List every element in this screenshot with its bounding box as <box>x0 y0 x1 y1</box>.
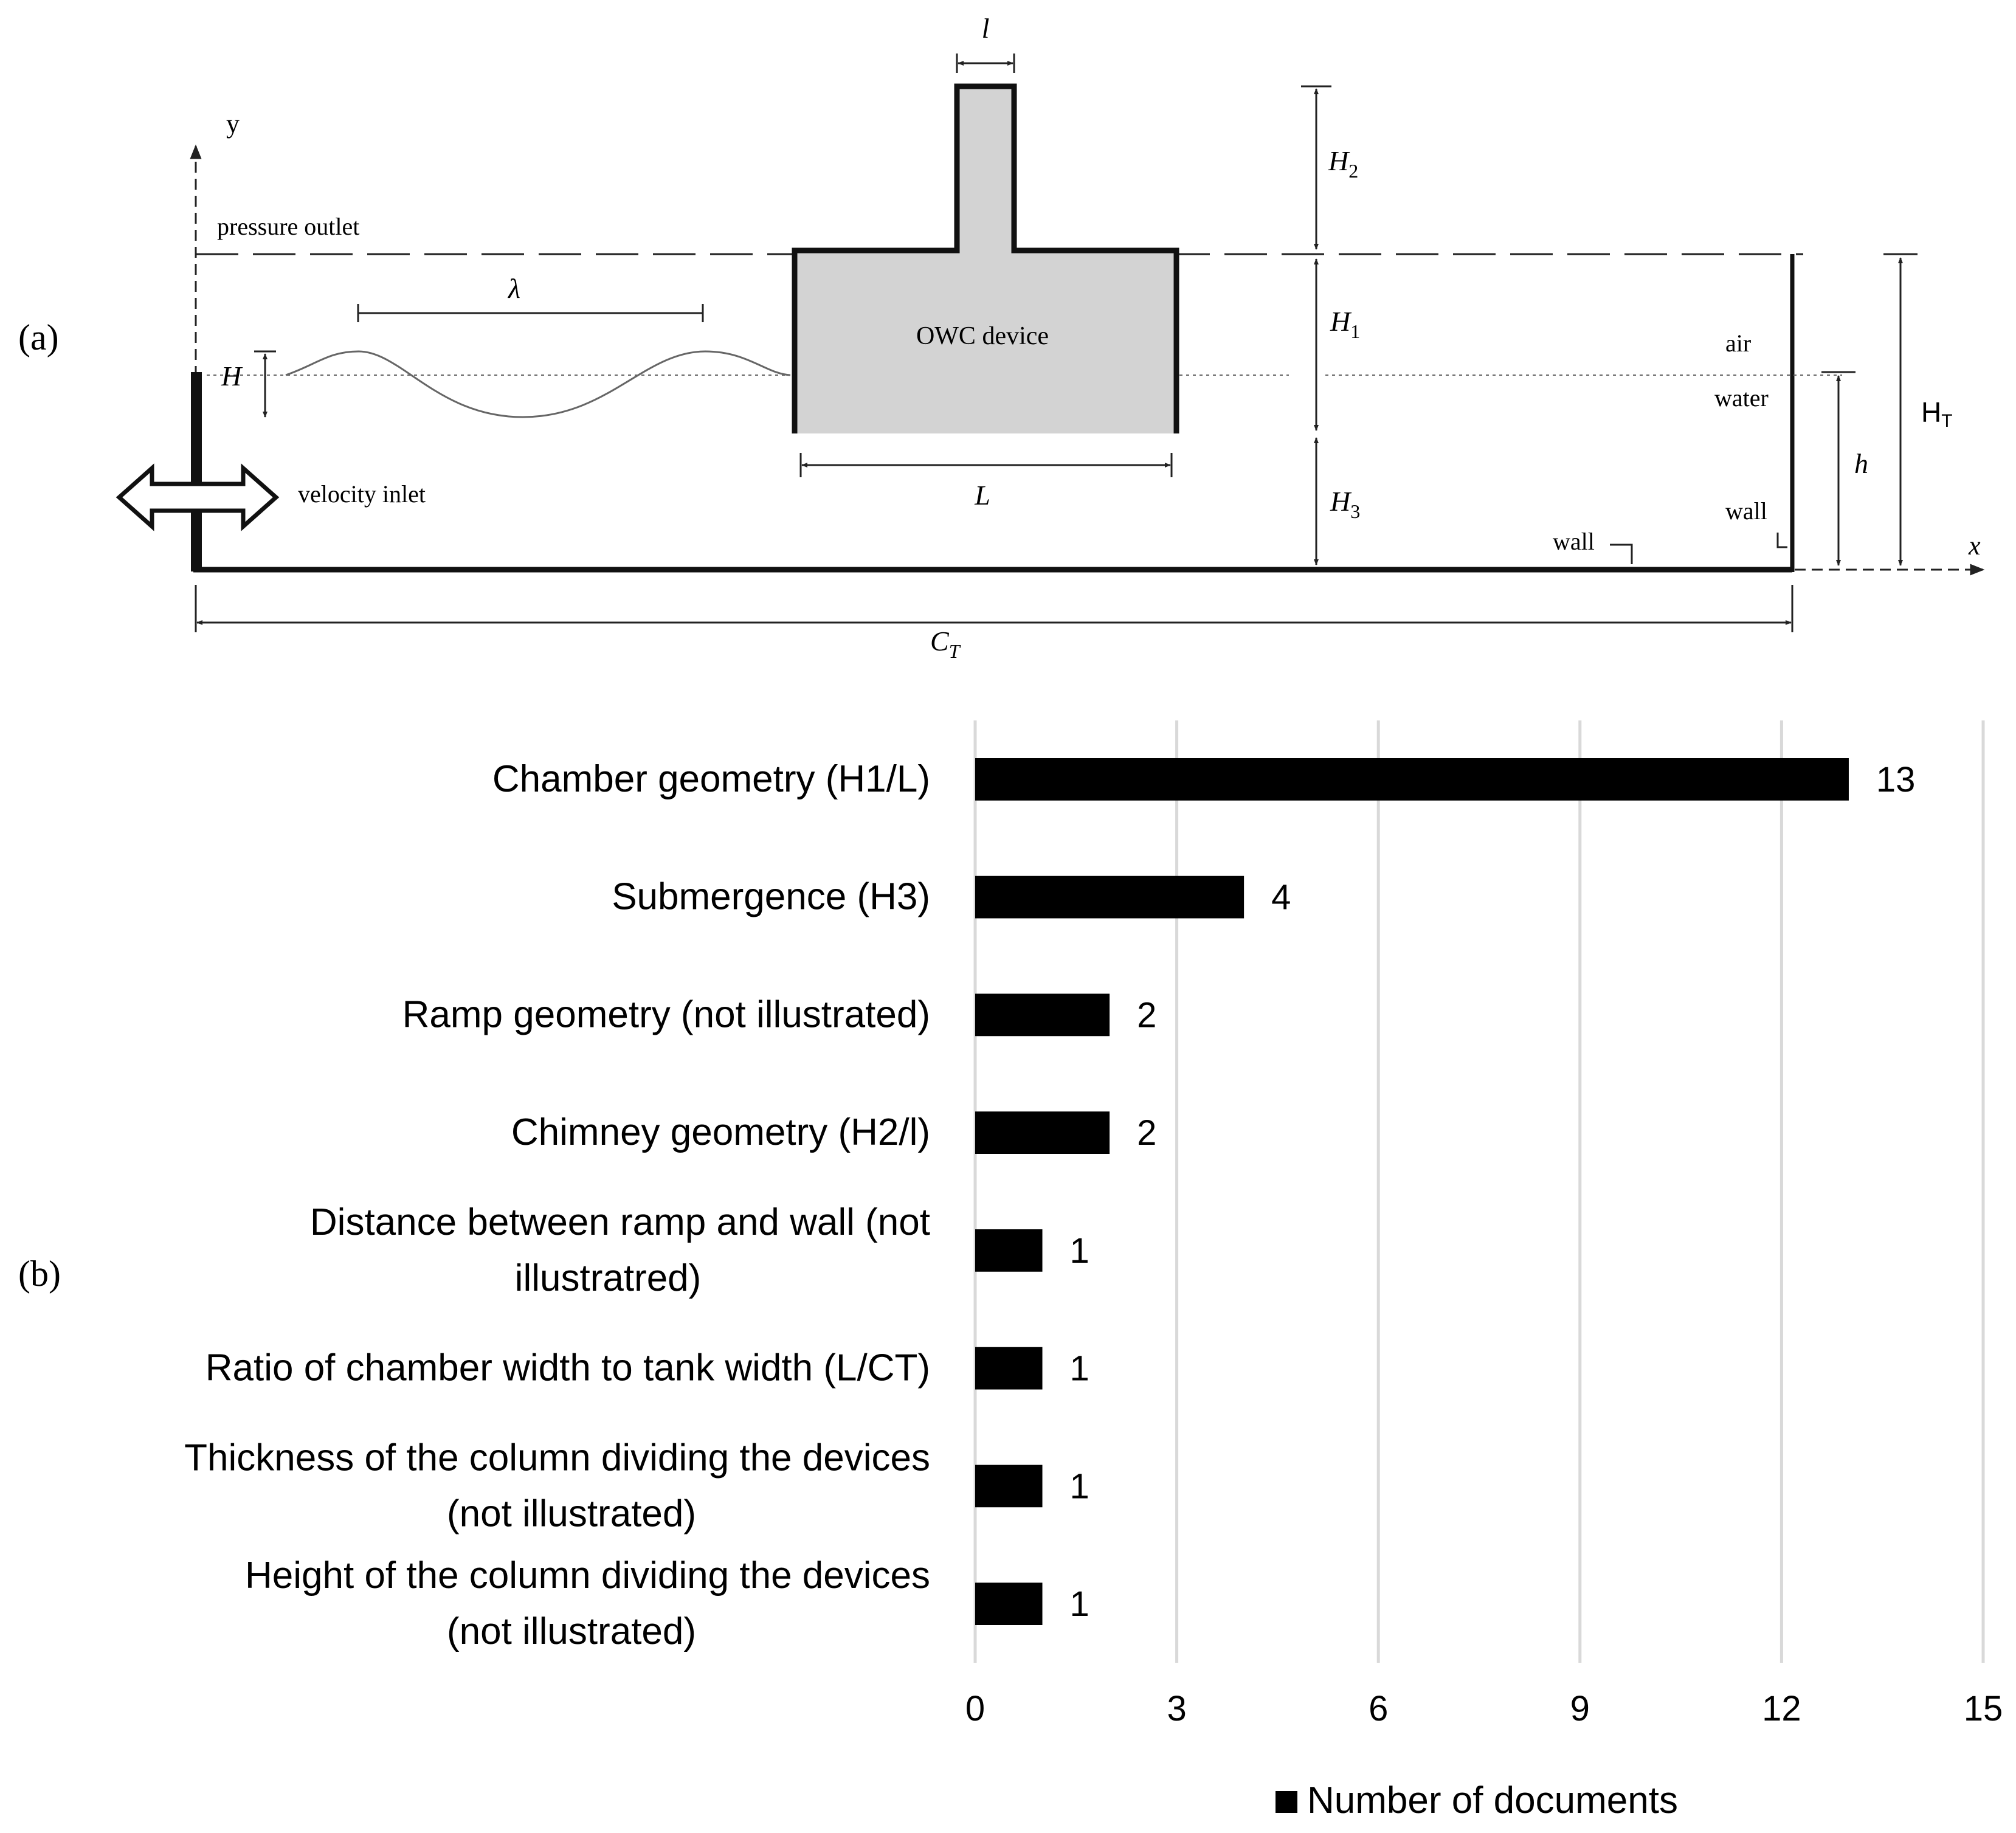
chamber-width-symbol: L <box>974 480 990 511</box>
ht-subscript: T <box>1941 411 1952 431</box>
tank-length-main: C <box>930 626 950 657</box>
water-label: water <box>1714 384 1769 412</box>
bar <box>975 1583 1043 1625</box>
category-label: Ramp geometry (not illustrated) <box>402 993 930 1035</box>
legend-label: Number of documents <box>1307 1779 1678 1821</box>
h2-symbol: H2 <box>1328 145 1358 182</box>
category-label: Ratio of chamber width to tank width (L/… <box>205 1347 930 1389</box>
category-label: Distance between ramp and wall (not <box>310 1201 930 1243</box>
wavelength-symbol: λ <box>507 273 520 304</box>
bar <box>975 1347 1043 1390</box>
h3-symbol: H3 <box>1330 486 1360 522</box>
depth-symbol: h <box>1854 448 1868 479</box>
air-label: air <box>1725 330 1751 357</box>
category-label: (not illustrated) <box>447 1493 696 1534</box>
bar-value-label: 1 <box>1070 1349 1089 1389</box>
bar-value-label: 13 <box>1876 760 1916 799</box>
panel-a: (a) y pressure outlet velocity inlet λ H… <box>18 13 1985 662</box>
h3-subscript: 3 <box>1350 500 1360 522</box>
velocity-inlet-label: velocity inlet <box>298 480 426 508</box>
wall-right-leader <box>1776 533 1787 548</box>
bar-value-label: 1 <box>1070 1584 1089 1624</box>
category-label: Thickness of the column dividing the dev… <box>184 1437 930 1479</box>
ht-main: H <box>1921 396 1941 428</box>
bar <box>975 1111 1110 1154</box>
x-tick-label: 0 <box>965 1689 985 1728</box>
y-axis-label: y <box>226 109 240 139</box>
tank-length-subscript: T <box>949 640 961 662</box>
bar <box>975 993 1110 1037</box>
owc-device-label: OWC device <box>916 322 1049 350</box>
pressure-outlet-label: pressure outlet <box>217 213 359 240</box>
h2-subscript: 2 <box>1348 160 1358 182</box>
bar-value-label: 2 <box>1137 1113 1156 1153</box>
bar-value-label: 4 <box>1271 878 1291 917</box>
incident-wave <box>285 350 791 418</box>
x-tick-label: 15 <box>1964 1689 2003 1728</box>
x-tick-label: 9 <box>1570 1689 1590 1728</box>
h1-main: H <box>1330 306 1352 337</box>
category-label: Height of the column dividing the device… <box>245 1555 930 1597</box>
category-label: Chamber geometry (H1/L) <box>492 758 930 800</box>
legend-swatch <box>1276 1791 1297 1813</box>
bar-value-label: 1 <box>1070 1466 1089 1506</box>
wall-bottom-label: wall <box>1553 528 1595 555</box>
h1-subscript: 1 <box>1350 320 1360 342</box>
panel-a-label: (a) <box>18 317 59 357</box>
x-tick-label: 6 <box>1369 1689 1388 1728</box>
bar-value-label: 2 <box>1137 995 1156 1035</box>
bar <box>975 875 1244 919</box>
owc-device <box>792 83 1179 433</box>
bar <box>975 758 1849 801</box>
h3-main: H <box>1330 486 1352 517</box>
x-tick-label: 3 <box>1167 1689 1186 1728</box>
category-label: (not illustrated) <box>447 1610 696 1652</box>
x-tick-label: 12 <box>1762 1689 1801 1728</box>
wall-bottom-leader <box>1610 544 1633 564</box>
category-label: illustratred) <box>515 1257 702 1299</box>
wall-right-label: wall <box>1725 497 1767 525</box>
bar-value-label: 1 <box>1070 1231 1089 1271</box>
category-label: Chimney geometry (H2/l) <box>511 1111 930 1153</box>
velocity-inlet-double-arrow <box>116 463 280 531</box>
x-axis-label: x <box>1968 531 1981 561</box>
tank-length-symbol: CT <box>930 626 961 662</box>
panel-b-label: (b) <box>18 1254 61 1294</box>
h1-symbol: H1 <box>1330 306 1360 342</box>
chimney-width-symbol: l <box>982 13 990 44</box>
bar <box>975 1465 1043 1508</box>
category-label: Submergence (H3) <box>612 876 930 918</box>
h2-main: H <box>1328 145 1350 176</box>
wave-height-symbol: H <box>221 361 243 392</box>
bar <box>975 1229 1043 1272</box>
ht-symbol: HT <box>1921 396 1953 431</box>
wavemaker-paddle <box>191 372 202 571</box>
